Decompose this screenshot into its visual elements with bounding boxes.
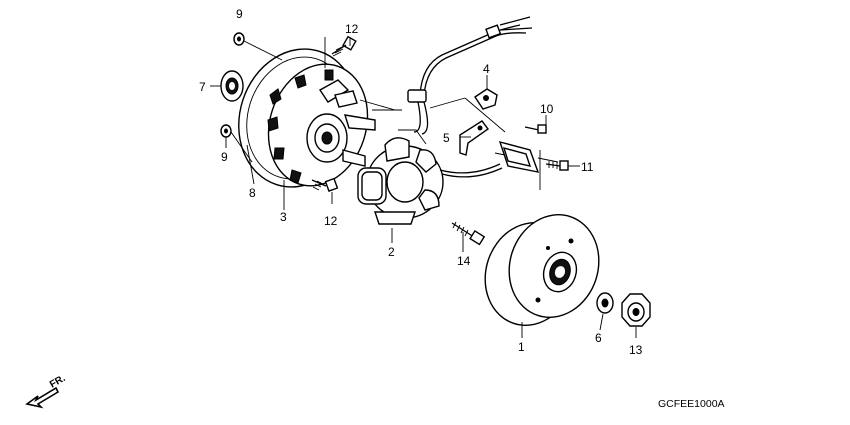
part-6-washer [596,292,614,314]
part-12-bolt-upper [331,35,357,57]
part-12-bolt-lower [311,177,339,192]
part-3-cover-assembly [238,48,376,188]
part-5-bracket [459,120,489,156]
front-direction-indicator: FR. [25,373,68,409]
callout-7: 7 [199,80,206,94]
callout-3: 3 [280,210,287,224]
part-2-stator [357,129,444,225]
callout-14: 14 [457,254,471,268]
callout-12-top: 12 [345,22,359,36]
callout-2: 2 [388,245,395,259]
diagram-code: GCFEE1000A [658,398,725,410]
part-4-clamp [474,88,498,110]
part-7-oil-seal [220,70,244,102]
callout-8: 8 [249,186,256,200]
callout-6: 6 [595,331,602,345]
callout-9-top: 9 [236,7,243,21]
front-label: FR. [48,373,68,391]
callout-4: 4 [483,62,490,76]
callout-11: 11 [581,160,594,174]
part-9-washer-lower [220,124,232,138]
callout-10: 10 [540,102,554,116]
part-10-bolt [524,124,547,134]
callout-1: 1 [518,340,525,354]
callout-12-lower: 12 [324,214,338,228]
pulser-unit [429,97,559,190]
part-11-bolt [545,160,569,171]
part-13-nut [621,293,651,327]
wire-harness [359,16,533,178]
callout-labels: 9 12 7 9 8 3 12 2 4 5 10 11 14 1 6 13 [199,7,643,357]
part-1-flywheel [484,214,600,326]
part-9-washer-top [233,32,245,46]
leader-lines [210,37,637,338]
callout-13: 13 [629,343,643,357]
callout-5: 5 [443,131,450,145]
front-arrow-icon [25,386,60,409]
callout-9-lower: 9 [221,150,228,164]
part-14-bolt [451,221,486,246]
